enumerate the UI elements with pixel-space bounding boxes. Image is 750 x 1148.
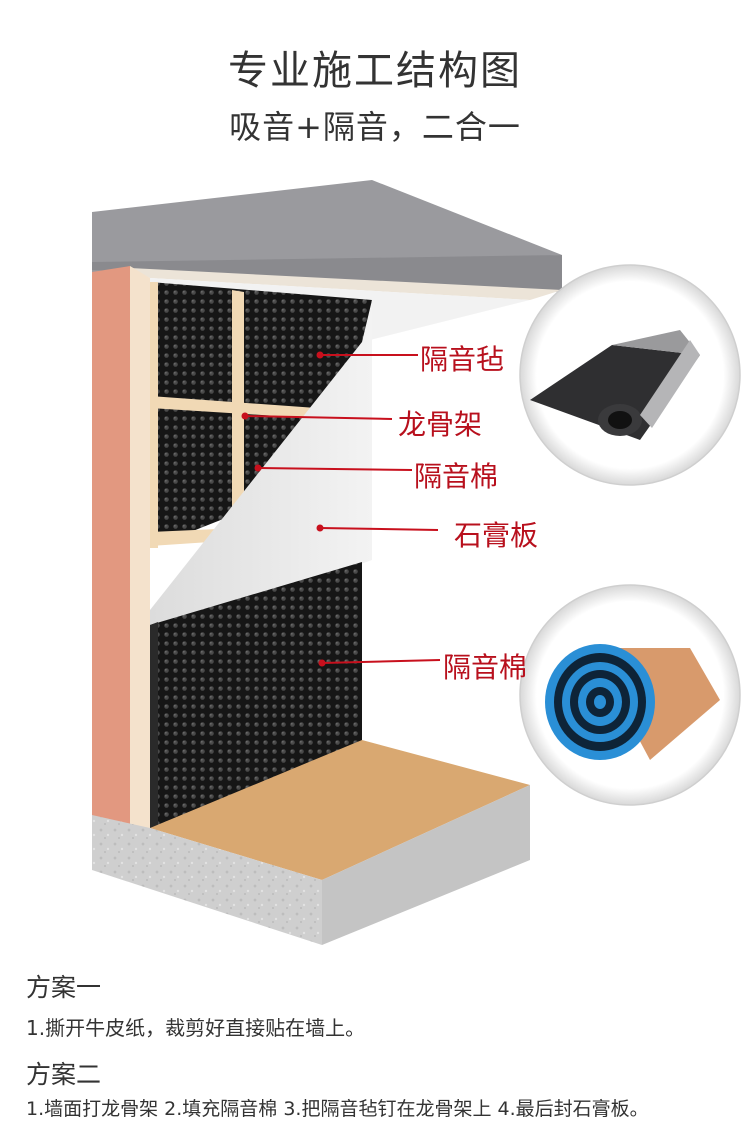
floor <box>92 740 530 945</box>
leader-dots <box>241 351 326 667</box>
label-cotton-upper: 隔音棉 <box>414 460 499 493</box>
page-title: 专业施工结构图 <box>228 48 522 94</box>
label-keel: 龙骨架 <box>398 408 483 441</box>
foam-roll-image <box>519 584 741 806</box>
label-cotton-lower: 隔音棉 <box>443 651 528 684</box>
felt-roll-image <box>519 264 741 486</box>
leader-lines <box>244 354 441 664</box>
scheme1-heading: 方案一 <box>26 973 102 1002</box>
label-gypsum: 石膏板 <box>454 519 539 552</box>
lower-foam <box>150 562 362 828</box>
scheme2-heading: 方案二 <box>26 1060 102 1089</box>
page-subtitle: 吸音+隔音，二合一 <box>229 108 521 146</box>
scheme2-text: 1.墙面打龙骨架 2.填充隔音棉 3.把隔音毡钉在龙骨架上 4.最后封石膏板。 <box>26 1098 649 1120</box>
wall-edge-strip <box>130 266 150 830</box>
gypsum-board <box>150 300 372 640</box>
scheme1-text: 1.撕开牛皮纸，裁剪好直接贴在墙上。 <box>26 1016 366 1040</box>
side-wall <box>92 266 130 838</box>
ceiling-slab <box>92 180 562 300</box>
label-felt: 隔音毡 <box>420 343 505 376</box>
